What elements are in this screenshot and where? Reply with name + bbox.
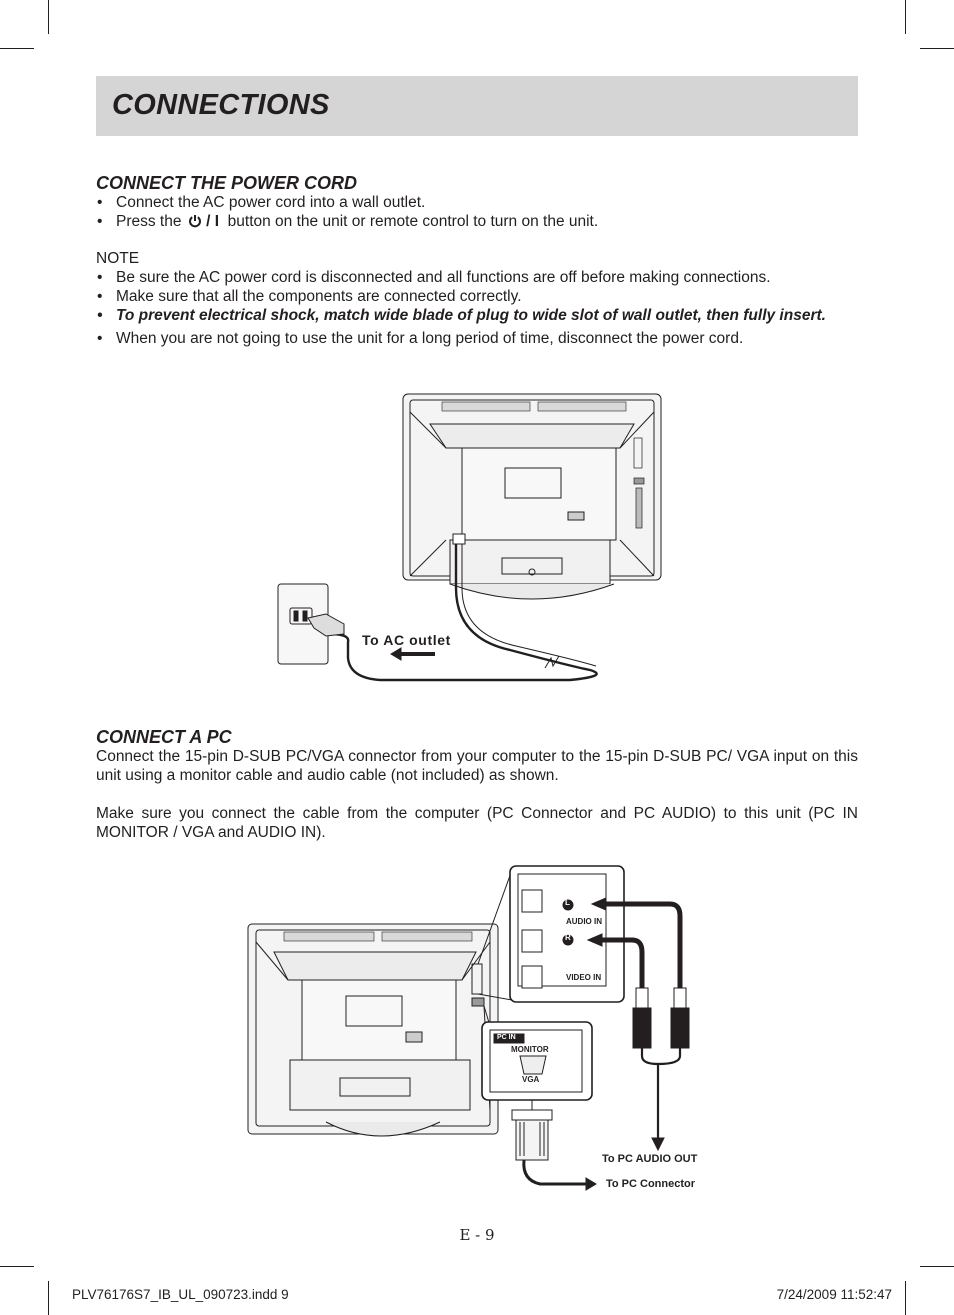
monitor-label: MONITOR [511, 1045, 549, 1054]
note-warning: To prevent electrical shock, match wide … [96, 306, 858, 325]
pc-connection-diagram: L R AUDIO IN VIDEO IN PC IN MONITOR VGA … [240, 860, 720, 1205]
crop-mark [48, 0, 49, 34]
crop-mark [920, 48, 954, 49]
page-title: CONNECTIONS [112, 89, 330, 121]
footer-file: PLV76176S7_IB_UL_090723.indd 9 [72, 1287, 289, 1302]
power-icon [188, 215, 201, 228]
power-steps: Connect the AC power cord into a wall ou… [96, 193, 858, 231]
page-number: E - 9 [459, 1226, 495, 1244]
power-section-title: CONNECT THE POWER CORD [96, 173, 357, 193]
ac-outlet-label: To AC outlet [362, 632, 451, 648]
header-bar: CONNECTIONS [96, 76, 858, 136]
crop-mark [905, 0, 906, 34]
video-in-label: VIDEO IN [566, 973, 602, 982]
jack-r-label: R [565, 933, 571, 942]
power-step-2: Press the / I button on the unit or remo… [96, 212, 858, 231]
power-cord-diagram: To AC outlet [270, 388, 670, 698]
crop-mark [905, 1281, 906, 1315]
footer-date: 7/24/2009 11:52:47 [776, 1287, 892, 1302]
to-pc-audio-out-label: To PC AUDIO OUT [602, 1153, 698, 1165]
pc-in-label: PC IN [497, 1034, 516, 1041]
crop-mark [48, 1281, 49, 1315]
note-label: NOTE [96, 250, 140, 267]
pc-section-title: CONNECT A PC [96, 727, 232, 747]
vga-label: VGA [522, 1075, 540, 1084]
to-pc-connector-label: To PC Connector [606, 1178, 696, 1190]
pc-instructions-2: Make sure you connect the cable from the… [96, 805, 858, 841]
crop-mark [0, 48, 34, 49]
power-step-1: Connect the AC power cord into a wall ou… [96, 193, 858, 212]
pc-instructions-1: Connect the 15-pin D-SUB PC/VGA connecto… [96, 748, 858, 784]
audio-in-label: AUDIO IN [566, 917, 602, 926]
note-item: When you are not going to use the unit f… [96, 329, 858, 348]
crop-mark [920, 1266, 954, 1267]
note-item: Be sure the AC power cord is disconnecte… [96, 268, 858, 287]
power-step-2-post: button on the unit or remote control to … [227, 213, 599, 230]
power-symbol: / I [206, 213, 220, 230]
note-list: Be sure the AC power cord is disconnecte… [96, 268, 858, 348]
crop-mark [0, 1266, 34, 1267]
jack-l-label: L [565, 898, 570, 907]
power-step-2-pre: Press the [116, 213, 182, 230]
note-item: Make sure that all the components are co… [96, 287, 858, 306]
